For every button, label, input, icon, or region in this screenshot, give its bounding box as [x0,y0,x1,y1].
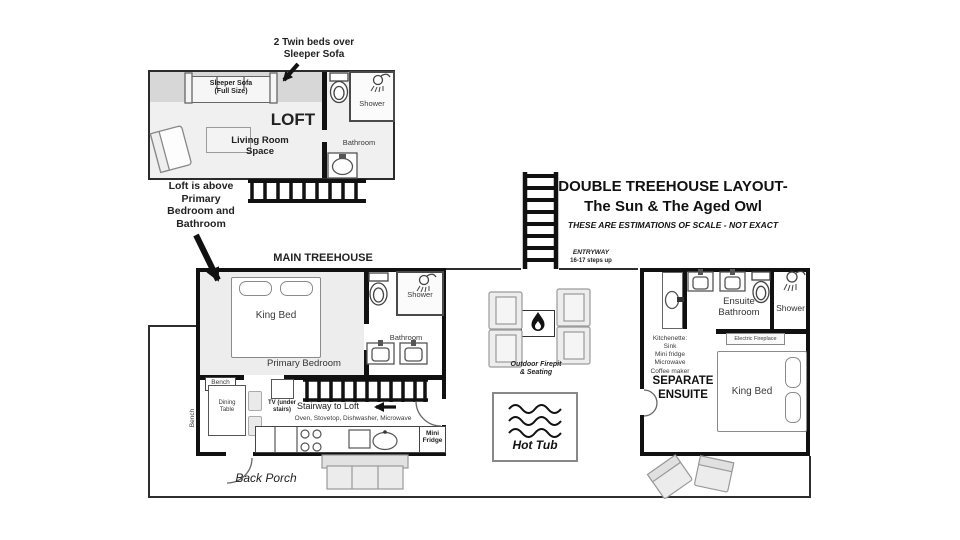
loft-stairs-ladder [248,179,366,203]
main-mini-fridge [419,426,446,453]
ensuite-fireplace-box [726,333,785,345]
hot-tub [492,392,578,462]
main-king-bed-label: King Bed [255,310,297,321]
main-toilet-icon [368,272,389,306]
ensuite-toilet-icon [751,271,771,304]
main-bathroom-label: Bathroom [389,333,423,342]
plan-title-line1: DOUBLE TREEHOUSE LAYOUT- [558,178,788,195]
plan-title-line2: The Sun & The Aged Owl [584,198,762,215]
ensuite-door-gap [640,389,644,415]
fireplace-label: Electric Fireplace [734,336,777,342]
ensuite-bathroom-wall [716,329,810,334]
loft-rug [206,127,251,153]
entry-ladder [522,172,559,269]
loft-sofa-label: Sleeper Sofa (Full Size) [209,80,253,96]
loft-above-note: Loft is above Primary Bedroom and Bathro… [167,180,235,230]
loft-bathroom-wall [322,72,327,178]
main-bathroom-wall [364,272,369,375]
main-showerhead-icon [416,273,437,293]
main-bedroom-door-gap [244,375,284,380]
loft-shower-label: Shower [359,99,385,108]
primary-bedroom-label: Primary Bedroom [267,358,341,369]
door-arcs [226,389,658,484]
twin-beds-note-line1: 2 Twin beds over [273,37,355,48]
ensuite-porch-chairs [646,454,735,499]
hot-tub-label: Hot Tub [512,438,558,452]
main-tv-box [271,379,294,399]
bench-top-label: Bench [211,379,230,386]
flame-icon [531,312,545,332]
stairway-label: Stairway to Loft [296,401,360,411]
loft-sleeper-sofa [190,76,272,103]
ensuite-kitchen-sink-icon [664,290,684,310]
main-bedroom-lower-wall [200,375,442,380]
main-bathroom-door-gap [364,324,369,350]
mini-fridge-label: Mini Fridge [422,430,443,445]
main-sink-icons [366,340,428,365]
hot-tub-waves [508,404,562,438]
appliances-label: Oven, Stovetop, Dishwasher, Microwave [294,415,412,422]
loft-living-room-label: Living Room Space [231,135,289,157]
loft-armchair [149,125,192,174]
kitchen-appliance-icons [274,427,398,452]
entryway-label: ENTRYWAY [572,249,610,256]
ensuite-bed-pillow [785,357,801,388]
loft-bathroom-label: Bathroom [342,138,376,147]
ensuite-showerhead-icon [783,270,806,292]
ensuite-shower-wall [770,272,774,329]
loft-bathroom-door-gap [322,130,327,142]
ensuite-bathroom-label: Ensuite Bathroom [718,296,760,318]
back-porch-label: Back Porch [235,471,297,485]
loft-title: LOFT [270,110,316,129]
twin-beds-note: 2 Twin beds over Sleeper Sofa [252,37,376,60]
ensuite-king-bed-label: King Bed [731,386,773,397]
ensuite-counter-wall [683,272,687,329]
main-bed-pillow [239,281,272,296]
main-treehouse-title: MAIN TREEHOUSE [273,252,373,264]
loft-sink-icon [327,152,358,179]
twin-beds-note-line2: Sleeper Sofa [283,48,345,60]
main-shower-label: Shower [407,290,433,299]
twin-beds-arrow [282,62,300,82]
firepit-chairs [488,288,591,368]
loft-shower-stall [349,71,395,122]
loft-above-arrow [193,233,221,282]
bench-side-label: Bench [189,408,196,428]
main-dining-table [208,385,246,436]
loft-showerhead-icon [370,73,391,93]
loft-sofa-arms [184,72,278,104]
entryway-steps-label: 16-17 steps up [570,258,612,264]
firepit-label: Outdoor Firepit & Seating [510,361,562,377]
deck-outline [148,268,811,498]
dining-chair [248,391,262,411]
porch-couch [321,454,409,490]
stairway-ladder [303,378,428,402]
plan-disclaimer: THESE ARE ESTIMATIONS OF SCALE - NOT EXA… [567,220,779,230]
separate-ensuite-label: SEPARATE ENSUITE [652,375,714,402]
ensuite-shower-label: Shower [776,303,805,313]
kitchenette-note: Kitchenette: Sink Mini fridge Microwave … [650,335,690,375]
ensuite-sink-icons [687,269,746,292]
firepit-box [521,310,555,337]
dining-table-label: Dining Table [218,400,236,413]
ensuite-bed-pillow [785,392,801,423]
tv-label: TV (under stairs) [268,400,296,413]
main-bed-pillow [280,281,313,296]
loft-toilet-icon [329,72,349,104]
